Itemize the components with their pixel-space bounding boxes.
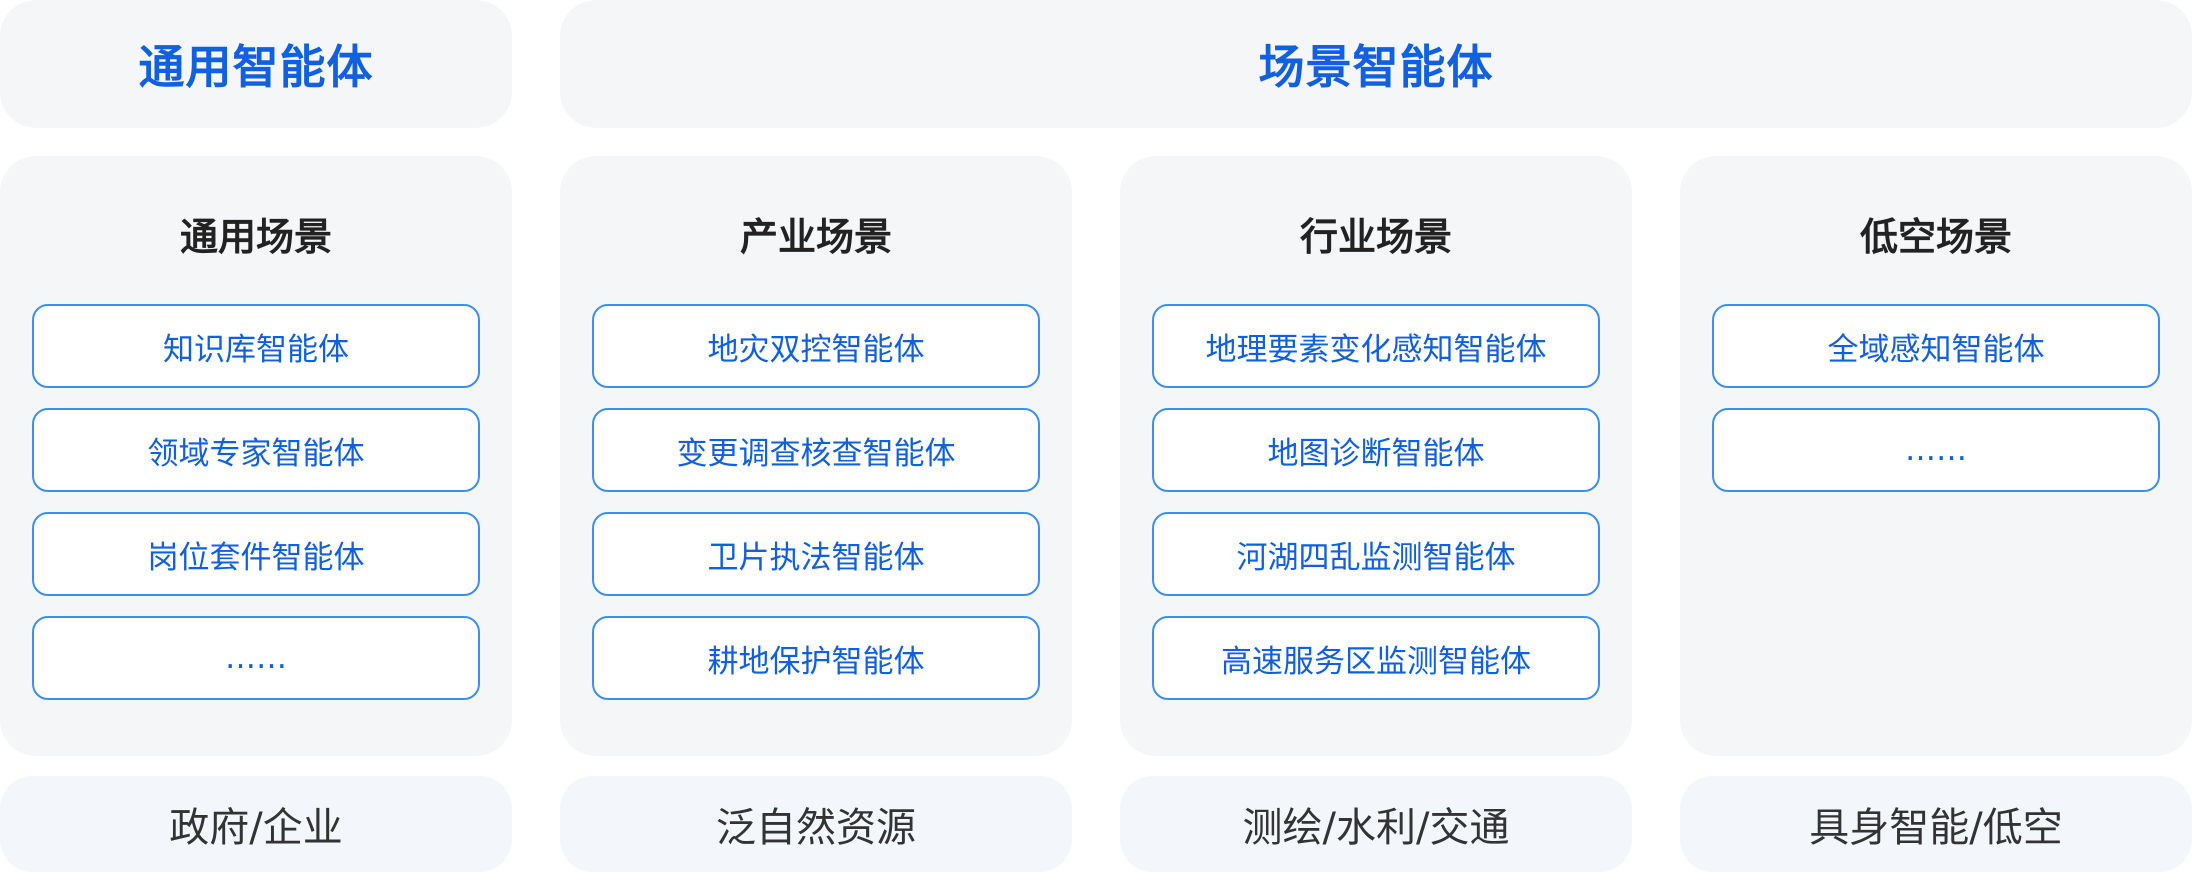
agent-item-more[interactable]: …… — [32, 616, 480, 700]
footer-general: 政府/企业 — [0, 776, 512, 872]
agent-item-map-diagnosis[interactable]: 地图诊断智能体 — [1152, 408, 1600, 492]
footer-sector: 测绘/水利/交通 — [1120, 776, 1632, 872]
footer-industry: 泛自然资源 — [560, 776, 1072, 872]
agent-item-geo-change-perception[interactable]: 地理要素变化感知智能体 — [1152, 304, 1600, 388]
agent-item-highway-service-monitoring[interactable]: 高速服务区监测智能体 — [1152, 616, 1600, 700]
agent-item-knowledge-base[interactable]: 知识库智能体 — [32, 304, 480, 388]
agent-item-river-lake-monitoring[interactable]: 河湖四乱监测智能体 — [1152, 512, 1600, 596]
column-title: 低空场景 — [1859, 215, 2012, 259]
column-industry-scenario: 产业场景 地灾双控智能体 变更调查核查智能体 卫片执法智能体 耕地保护智能体 — [560, 156, 1072, 756]
footer-label: 政府/企业 — [169, 805, 343, 851]
column-general-scenario: 通用场景 知识库智能体 领域专家智能体 岗位套件智能体 …… — [0, 156, 512, 756]
agent-item-farmland-protection[interactable]: 耕地保护智能体 — [592, 616, 1040, 700]
agent-item-global-perception[interactable]: 全域感知智能体 — [1712, 304, 2160, 388]
general-agent-header: 通用智能体 — [0, 0, 512, 128]
column-low-altitude-scenario: 低空场景 全域感知智能体 …… — [1680, 156, 2192, 756]
scenario-agent-title: 场景智能体 — [1258, 40, 1494, 94]
agent-item-satellite-enforcement[interactable]: 卫片执法智能体 — [592, 512, 1040, 596]
agent-item-geohazard[interactable]: 地灾双控智能体 — [592, 304, 1040, 388]
agent-item-change-survey[interactable]: 变更调查核查智能体 — [592, 408, 1040, 492]
agent-item-domain-expert[interactable]: 领域专家智能体 — [32, 408, 480, 492]
footer-label: 泛自然资源 — [716, 805, 916, 851]
column-sector-scenario: 行业场景 地理要素变化感知智能体 地图诊断智能体 河湖四乱监测智能体 高速服务区… — [1120, 156, 1632, 756]
column-title: 产业场景 — [739, 215, 892, 259]
footer-label: 具身智能/低空 — [1809, 805, 2063, 851]
footer-label: 测绘/水利/交通 — [1242, 805, 1510, 851]
column-title: 行业场景 — [1299, 215, 1452, 259]
column-title: 通用场景 — [179, 215, 332, 259]
scenario-agent-header: 场景智能体 — [560, 0, 2192, 128]
footer-low-altitude: 具身智能/低空 — [1680, 776, 2192, 872]
agent-item-more[interactable]: …… — [1712, 408, 2160, 492]
agent-item-post-suite[interactable]: 岗位套件智能体 — [32, 512, 480, 596]
general-agent-title: 通用智能体 — [138, 40, 374, 94]
